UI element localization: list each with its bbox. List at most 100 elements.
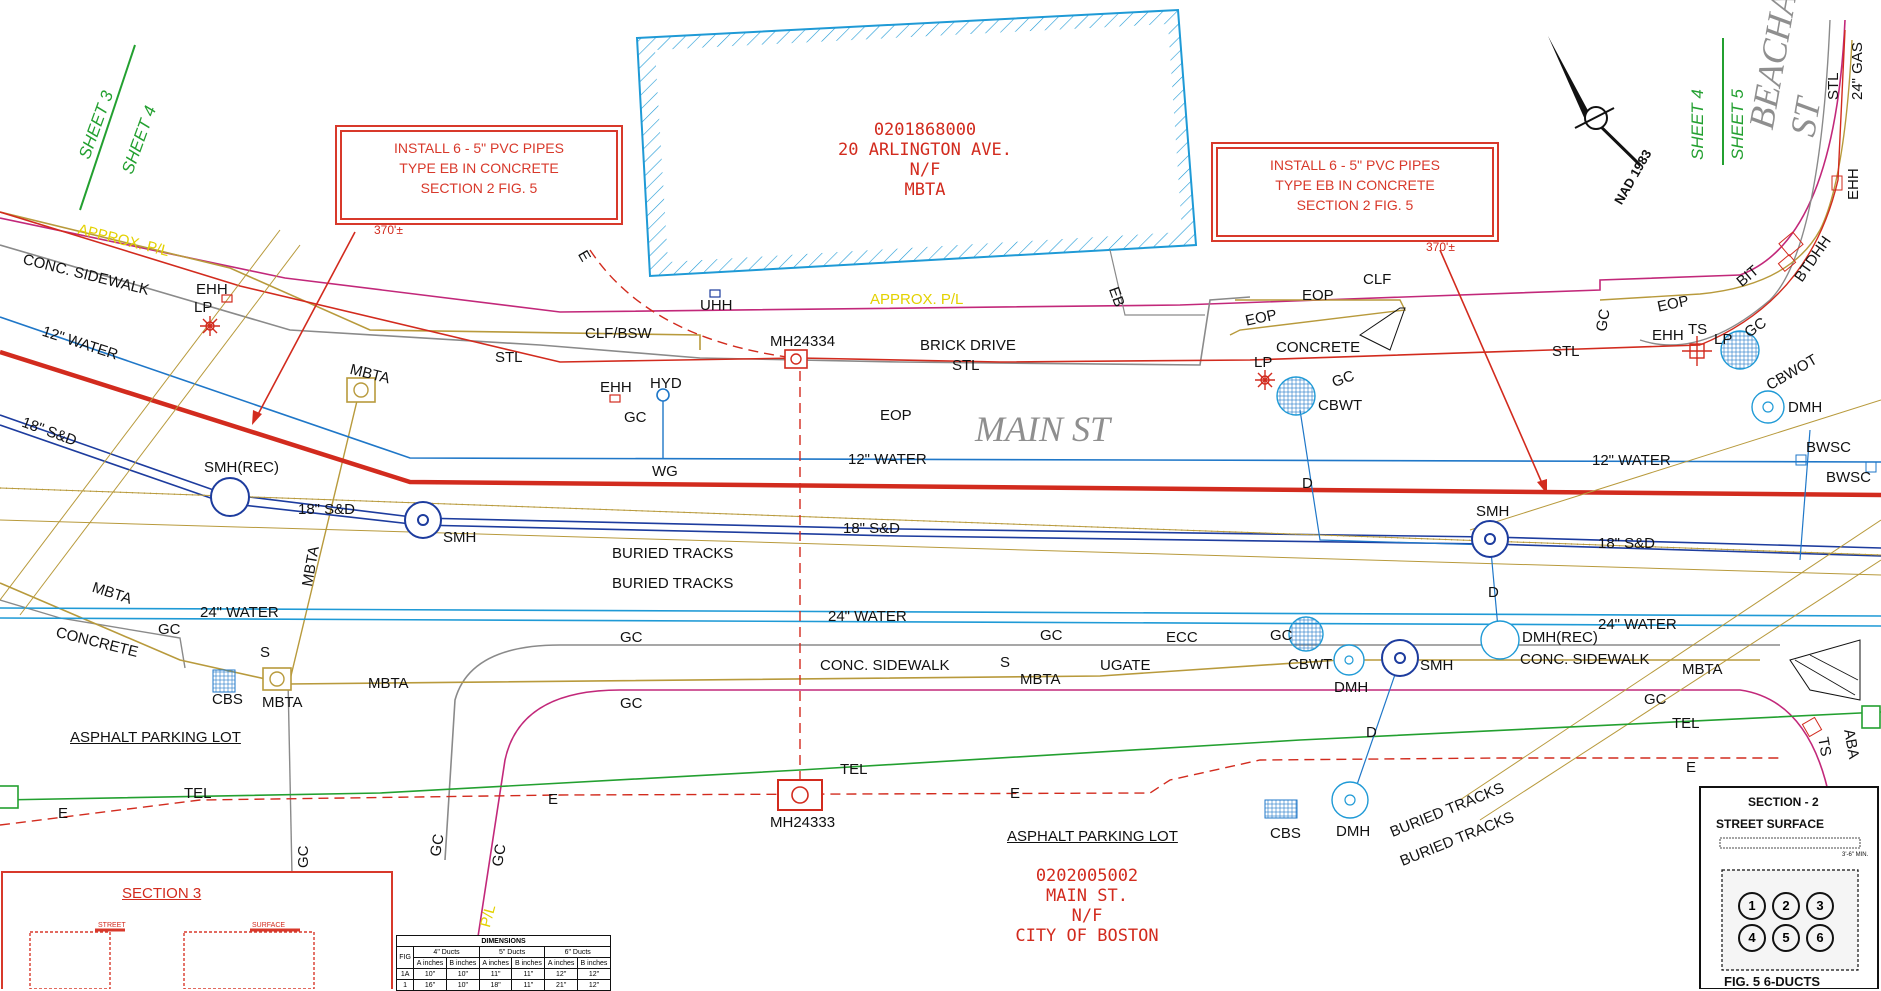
- label-e-right: E: [1686, 759, 1697, 776]
- bwsc-symbol-2: [1865, 461, 1877, 473]
- callout-right-line3: SECTION 2 FIG. 5: [1296, 197, 1414, 213]
- label-ts-se: TS: [1814, 735, 1835, 758]
- label-mh24333: MH24333: [770, 814, 836, 831]
- label-cbwt-upper: CBWT: [1318, 397, 1363, 414]
- dim-units: inches: [456, 959, 477, 967]
- label-tel-right: TEL: [1672, 715, 1700, 732]
- cbwt-lower-symbol: [1288, 616, 1324, 652]
- sheet-4-label-right: SHEET 4: [1688, 89, 1707, 160]
- label-tel-mid: TEL: [840, 761, 868, 778]
- smh-lower-symbol: [1381, 639, 1419, 677]
- label-gc-left: GC: [158, 621, 181, 638]
- street-name-main: MAIN ST: [975, 409, 1110, 449]
- label-asphalt-lot-left: ASPHALT PARKING LOT: [70, 729, 241, 746]
- table-row: 1 16" 10" 18" 11" 21" 12": [395, 979, 612, 991]
- label-d-lower: D: [1366, 724, 1377, 741]
- label-lp-ne: LP: [1714, 331, 1733, 348]
- cbs-left-symbol: [212, 669, 236, 693]
- section2-title: SECTION - 2: [1748, 795, 1819, 809]
- label-dmh-right: DMH: [1336, 823, 1371, 840]
- dim-units: inches: [554, 959, 575, 967]
- label-sd18-mid-left: 18" S&D: [298, 501, 356, 518]
- label-cbs-right: CBS: [1270, 825, 1301, 842]
- callout-left: INSTALL 6 - 5" PVC PIPES TYPE EB IN CONC…: [335, 125, 623, 225]
- label-water24-right: 24" WATER: [1598, 616, 1677, 633]
- section3-frame: [1, 871, 393, 989]
- label-concrete-right: CONCRETE: [1276, 339, 1361, 356]
- label-mh24334: MH24334: [770, 333, 836, 350]
- label-cbs-left: CBS: [212, 691, 243, 708]
- water-24-line-b: [0, 617, 1881, 627]
- dim-cell: 1: [395, 979, 415, 991]
- property-line-south: [469, 689, 1831, 989]
- duct-1: 1: [1738, 892, 1766, 920]
- buried-track-diag-3: [1479, 559, 1881, 821]
- ehh-left-symbol: [221, 294, 233, 303]
- label-dmh-lower: DMH: [1334, 679, 1369, 696]
- dim-table-title: DIMENSIONS: [396, 935, 611, 947]
- parcel-north-label: 0201868000 20 ARLINGTON AVE. N/F MBTA: [800, 120, 1050, 200]
- label-smh-right: SMH: [1476, 503, 1510, 520]
- label-ehh-ne: EHH: [1652, 327, 1684, 344]
- label-smh-lower: SMH: [1420, 657, 1454, 674]
- label-d-upper: D: [1302, 475, 1313, 492]
- label-buried-tracks-2: BURIED TRACKS: [612, 575, 734, 592]
- btdhh-symbol: [1777, 253, 1797, 273]
- label-e-mid1: E: [548, 791, 559, 808]
- buried-track-diag-1: [0, 229, 281, 601]
- label-buried-tracks-1: BURIED TRACKS: [612, 545, 734, 562]
- label-conc-sidewalk-mid: CONC. SIDEWALK: [820, 657, 950, 674]
- label-gc-hyd: GC: [624, 409, 647, 426]
- label-water24-left: 24" WATER: [200, 604, 279, 621]
- table-row: 1A 10" 10" 11" 11" 12" 12": [395, 968, 612, 980]
- duct-6: 6: [1806, 924, 1834, 952]
- sidewalk-edge-south: [444, 644, 1780, 861]
- label-water12-mid: 12" WATER: [848, 451, 927, 468]
- label-smh-rec: SMH(REC): [204, 459, 279, 476]
- buried-track-diag-5: [1469, 399, 1881, 531]
- label-gc-curve2: GC: [489, 842, 510, 868]
- label-e-left: E: [58, 805, 69, 822]
- label-stl-ne: STL: [1825, 72, 1842, 100]
- dim-cell: 10": [445, 968, 480, 980]
- lp-ne-symbol: [1682, 336, 1712, 366]
- label-lp-right: LP: [1254, 354, 1273, 371]
- property-line-north: [0, 217, 1741, 313]
- sd-18-line-a: [0, 414, 1881, 549]
- label-ehh-far: EHH: [1845, 168, 1862, 200]
- label-clf-bsw: CLF/BSW: [585, 325, 652, 342]
- dim-sub: B inches: [511, 957, 546, 969]
- dim-cell: 11": [511, 979, 546, 991]
- buried-track-diag-4: [1459, 519, 1881, 801]
- electric-line-south: [0, 757, 1780, 826]
- parcel-south-address: MAIN ST.: [1046, 886, 1128, 906]
- uhh-symbol: [709, 289, 721, 298]
- bit-symbol: [1778, 231, 1804, 257]
- duct-envelope: [1721, 869, 1859, 971]
- parcel-south-owner: CITY OF BOSTON: [1015, 926, 1159, 946]
- label-clf: CLF: [1363, 271, 1392, 288]
- sheet-5-label: SHEET 5: [1728, 89, 1747, 160]
- label-hyd: HYD: [650, 375, 682, 392]
- parcel-building-inner: [655, 24, 1182, 262]
- callout-right-line1: INSTALL 6 - 5" PVC PIPES: [1270, 157, 1440, 173]
- dim-sub-a: A: [547, 959, 553, 967]
- label-bwsc-2: BWSC: [1826, 469, 1871, 486]
- lp-left-symbol: [200, 316, 220, 336]
- dim-sub-b: B: [514, 959, 520, 967]
- dim-group-4: 4" Ducts: [413, 946, 480, 958]
- label-gc-ne2: GC: [1593, 307, 1614, 333]
- label-ugate: UGATE: [1100, 657, 1151, 674]
- dmh-lower-symbol: [1333, 644, 1365, 676]
- label-tel-left: TEL: [184, 785, 212, 802]
- drain-line-right: [1799, 429, 1811, 561]
- ehh-mid-symbol: [609, 394, 621, 403]
- label-mbta-right: MBTA: [1682, 661, 1723, 678]
- dim-cell: 11": [511, 968, 546, 980]
- concrete-curb-right: [1229, 299, 1407, 336]
- label-lp-left: LP: [194, 299, 213, 316]
- parcel-south-label: 0202005002 MAIN ST. N/F CITY OF BOSTON: [982, 866, 1192, 946]
- mbta-box-symbol: [346, 377, 376, 403]
- section3-street: STREET: [98, 922, 126, 929]
